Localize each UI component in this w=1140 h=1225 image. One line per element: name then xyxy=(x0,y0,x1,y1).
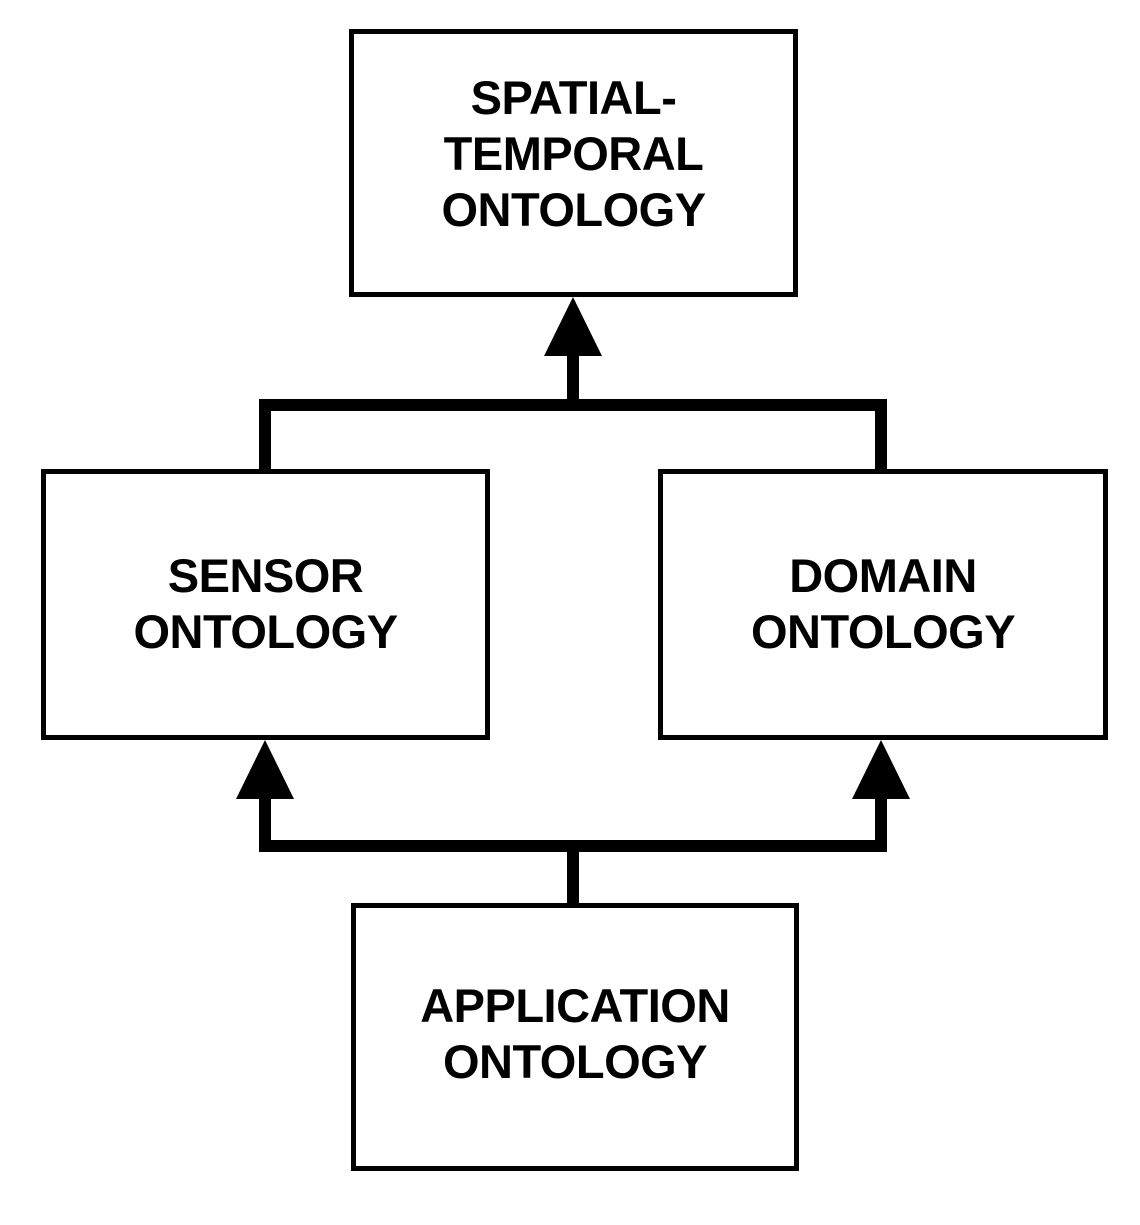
spatial-temporal-label-line-3: ONTOLOGY xyxy=(441,183,706,236)
edge-sensor-domain-to-spatial xyxy=(259,352,887,475)
sensor-ontology-box: SENSOR ONTOLOGY xyxy=(41,469,490,740)
spatial-temporal-ontology-box: SPATIAL- TEMPORAL ONTOLOGY xyxy=(349,29,798,297)
application-ontology-box: APPLICATION ONTOLOGY xyxy=(351,903,799,1171)
edge-application-to-sensor-domain xyxy=(259,795,887,908)
arrowhead-spatial xyxy=(544,297,602,356)
application-label-line-2: ONTOLOGY xyxy=(442,1035,708,1088)
spatial-temporal-label-line-2: TEMPORAL xyxy=(443,127,704,180)
application-label-line-1: APPLICATION xyxy=(420,979,730,1032)
domain-label-line-1: DOMAIN xyxy=(789,548,977,602)
domain-ontology-box: DOMAIN ONTOLOGY xyxy=(658,469,1108,740)
sensor-label-line-2: ONTOLOGY xyxy=(133,604,398,658)
domain-label-line-2: ONTOLOGY xyxy=(750,604,1016,658)
arrowhead-domain xyxy=(852,740,910,799)
spatial-temporal-label-line-1: SPATIAL- xyxy=(470,71,677,124)
sensor-label-line-1: SENSOR xyxy=(167,548,364,602)
arrowhead-sensor xyxy=(236,740,294,799)
